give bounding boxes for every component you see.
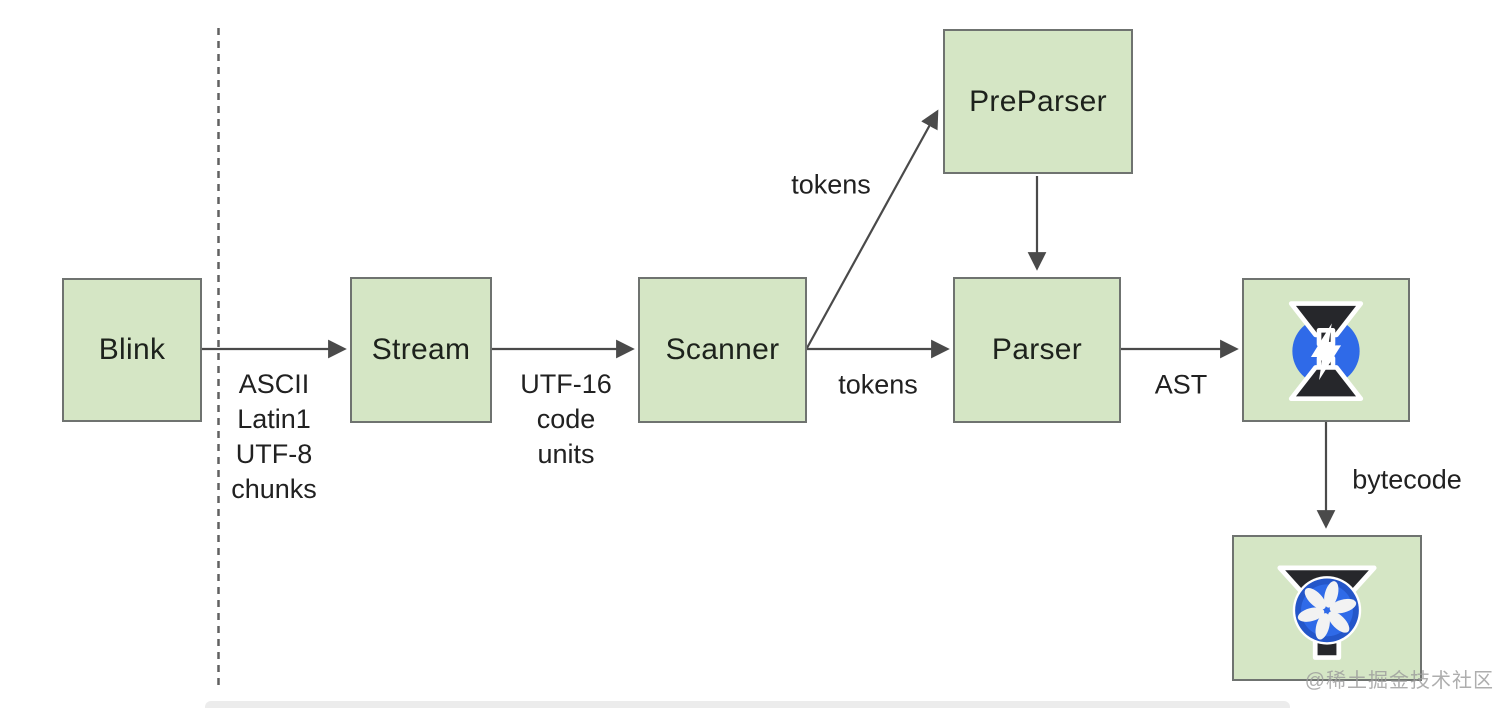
node-ignition bbox=[1242, 278, 1410, 422]
node-blink-label: Blink bbox=[98, 333, 166, 366]
edge-label-tokens-upper: tokens bbox=[791, 169, 871, 200]
node-preparser: PreParser bbox=[943, 29, 1133, 174]
edge-label-tokens-lower: tokens bbox=[838, 369, 918, 400]
node-scanner-label: Scanner bbox=[665, 333, 780, 366]
edge-label-utf16-code-units: UTF-16 code units bbox=[520, 369, 612, 469]
node-stream-label: Stream bbox=[371, 333, 471, 366]
edge-label-ast: AST bbox=[1154, 369, 1208, 400]
ignition-lightning-icon bbox=[1288, 301, 1364, 402]
edge-label-bytecode: bytecode bbox=[1352, 464, 1462, 495]
node-turbofan bbox=[1232, 535, 1422, 681]
edge-label-ascii-chunks: ASCII Latin1 UTF-8 chunks bbox=[231, 369, 317, 504]
node-blink: Blink bbox=[62, 278, 202, 422]
bottom-partial-bar bbox=[205, 701, 1290, 708]
node-preparser-label: PreParser bbox=[969, 84, 1107, 118]
watermark-text: @稀土掘金技术社区 bbox=[1304, 670, 1494, 692]
node-stream: Stream bbox=[350, 277, 492, 423]
node-parser-label: Parser bbox=[991, 333, 1083, 366]
node-scanner: Scanner bbox=[638, 277, 807, 423]
arrow-scanner-to-preparser bbox=[806, 109, 939, 349]
node-parser: Parser bbox=[953, 277, 1121, 423]
turbofan-fan-icon bbox=[1277, 565, 1377, 660]
